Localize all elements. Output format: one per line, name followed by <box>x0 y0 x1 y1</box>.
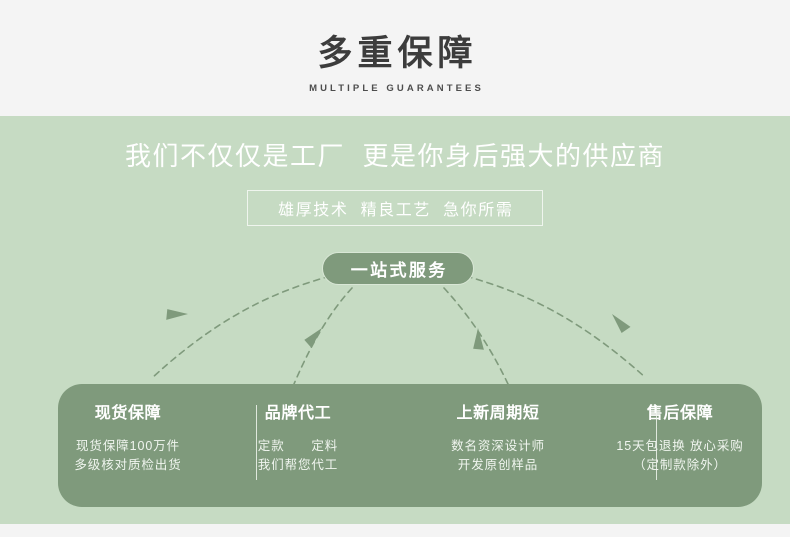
arrowhead-1 <box>166 309 188 320</box>
guarantee-column-3: 上新周期短 数名资深设计师开发原创样品 <box>398 384 598 476</box>
arrowhead-2 <box>304 328 322 348</box>
one-stop-service-badge: 一站式服务 <box>322 252 474 285</box>
hero-headline: 我们不仅仅是工厂 更是你身后强大的供应商 <box>125 141 665 171</box>
column-divider-left <box>256 405 257 480</box>
arrowhead-4 <box>612 314 631 333</box>
column-detail-line-1: 15天包退换 放心采购 <box>616 439 744 453</box>
tagline-box: 雄厚技术 精良工艺 急你所需 <box>247 190 543 226</box>
column-detail-line-2: 开发原创样品 <box>457 458 539 473</box>
arrowhead-3 <box>473 328 484 350</box>
column-title: 品牌代工 <box>264 405 332 422</box>
header-band: 多重保障 MULTIPLE GUARANTEES <box>0 0 790 116</box>
column-detail-line-1: 数名资深设计师 <box>451 439 545 453</box>
column-detail-line-1: 现货保障100万件 <box>76 439 180 453</box>
column-detail-line-2: （定制款除外） <box>633 458 727 473</box>
arc-to-column-4 <box>465 275 647 379</box>
column-detail: 现货保障100万件多级核对质检出货 <box>58 437 198 476</box>
arc-to-column-3 <box>443 287 509 385</box>
page-title: 多重保障 <box>317 34 478 73</box>
bottom-strip <box>0 524 790 537</box>
column-detail: 定款 定料我们帮您代工 <box>198 437 398 476</box>
arc-to-column-1 <box>151 275 331 379</box>
guarantee-column-2: 品牌代工 定款 定料我们帮您代工 <box>198 384 398 476</box>
column-detail-line-2: 多级核对质检出货 <box>74 458 182 473</box>
badge-label: 一站式服务 <box>350 261 448 280</box>
column-title: 现货保障 <box>94 405 162 422</box>
guarantee-card: 现货保障 现货保障100万件多级核对质检出货 品牌代工 定款 定料我们帮您代工 … <box>58 384 762 507</box>
tagline-text: 雄厚技术 精良工艺 急你所需 <box>278 202 514 219</box>
arc-to-column-2 <box>293 287 353 385</box>
guarantee-column-1: 现货保障 现货保障100万件多级核对质检出货 <box>58 384 198 476</box>
green-panel: 我们不仅仅是工厂 更是你身后强大的供应商 雄厚技术 精良工艺 急你所需 一站式服… <box>0 116 790 524</box>
column-title: 售后保障 <box>646 405 714 422</box>
guarantee-column-4: 售后保障 15天包退换 放心采购 （定制款除外） <box>598 384 762 476</box>
column-detail-line-1: 定款 定料 <box>257 439 339 453</box>
column-title: 上新周期短 <box>456 405 540 422</box>
column-divider-right <box>656 405 657 480</box>
column-detail: 数名资深设计师开发原创样品 <box>398 437 598 476</box>
column-detail-line-2: 我们帮您代工 <box>257 458 339 473</box>
column-detail: 15天包退换 放心采购 （定制款除外） <box>598 437 762 476</box>
page-subtitle: MULTIPLE GUARANTEES <box>309 83 484 94</box>
